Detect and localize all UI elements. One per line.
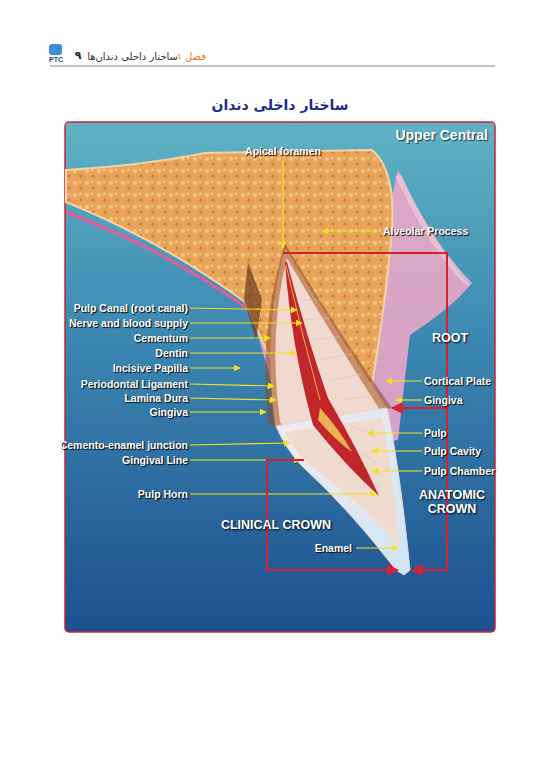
region-label: ROOT bbox=[432, 331, 468, 345]
part-label: Cementum bbox=[134, 332, 188, 344]
chapter-number: فصل ۱ bbox=[176, 51, 206, 63]
part-label: Pulp Horn bbox=[138, 488, 188, 500]
part-label: Apical foramen bbox=[245, 145, 321, 157]
region-label: CLINICAL CROWN bbox=[221, 518, 331, 532]
part-label: Nerve and blood supply bbox=[69, 317, 188, 329]
page-title: ساختار داخلی دندان bbox=[211, 97, 348, 113]
page-number: ۹ bbox=[75, 50, 82, 63]
part-label: Lamina Dura bbox=[124, 392, 188, 404]
nerve-fibres bbox=[318, 408, 352, 452]
part-label: Cemento-enamel junction bbox=[60, 439, 188, 451]
logo-mark bbox=[49, 44, 62, 55]
region-label: ANATOMIC CROWN bbox=[410, 488, 494, 517]
nerve-fibres bbox=[286, 265, 320, 400]
incisive-canal bbox=[244, 262, 262, 340]
part-label: Incisive Papilla bbox=[113, 362, 188, 374]
part-label: Gingiva bbox=[424, 394, 463, 406]
part-label: Periodontal Ligament bbox=[81, 378, 188, 390]
part-label: Pulp Cavity bbox=[424, 445, 481, 457]
chapter-title: ساختار داخلی دندان‌ها bbox=[87, 51, 178, 63]
part-label: Gingival Line bbox=[122, 454, 188, 466]
part-label: Pulp bbox=[424, 427, 447, 439]
logo-text: PTC bbox=[49, 56, 63, 64]
part-label: Enamel bbox=[315, 542, 352, 554]
part-label: Alveolar Process bbox=[383, 225, 468, 237]
part-label: Cortical Plate bbox=[424, 375, 491, 387]
part-label: Dentin bbox=[155, 347, 188, 359]
tooth-name: Upper Central bbox=[395, 127, 488, 143]
header-rule bbox=[50, 66, 495, 67]
panel-background bbox=[65, 122, 495, 632]
part-label: Pulp Chamber bbox=[424, 465, 495, 477]
part-label: Gingiva bbox=[149, 406, 188, 418]
leader-lines bbox=[190, 160, 422, 548]
part-label: Pulp Canal (root canal) bbox=[74, 302, 188, 314]
